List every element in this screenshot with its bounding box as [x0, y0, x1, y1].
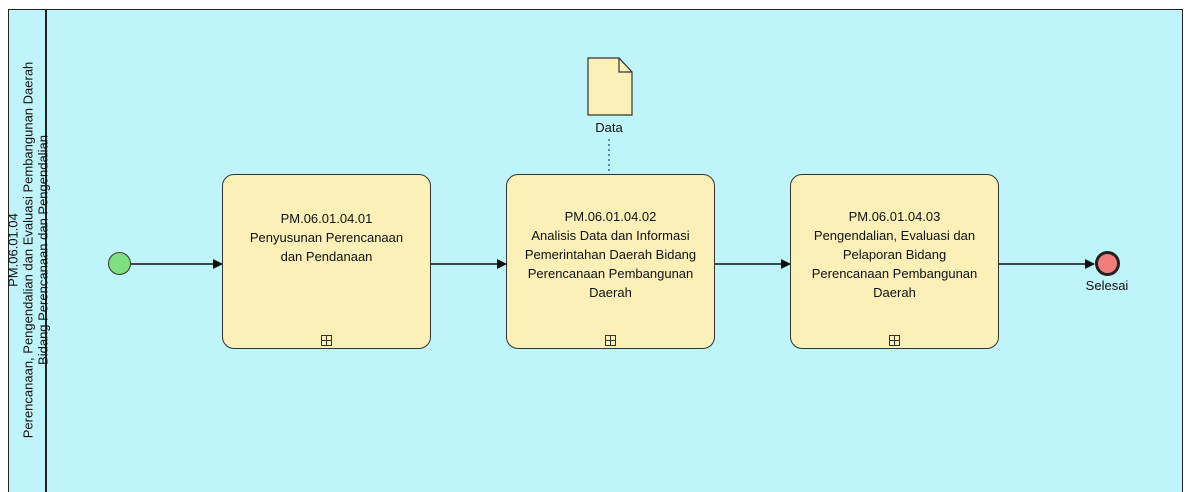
data-object-icon [587, 57, 633, 116]
task-id: PM.06.01.04.01 [280, 211, 373, 226]
task-line: Pelaporan Bidang [842, 247, 947, 262]
expand-subprocess-icon[interactable] [889, 335, 900, 346]
data-object-label: Data [595, 120, 623, 135]
task-pengendalian[interactable]: PM.06.01.04.03 Pengendalian, Evaluasi da… [790, 174, 999, 349]
task-line: Perencanaan Pembangunan [811, 266, 978, 281]
task-line: Daerah [589, 285, 632, 300]
task-perencanaan[interactable]: PM.06.01.04.01 Penyusunan Perencanaan da… [222, 174, 431, 349]
task-line: Perencanaan Pembangunan [527, 266, 694, 281]
task-line: Daerah [873, 285, 916, 300]
task-id: PM.06.01.04.02 [564, 209, 657, 224]
task-analisis-data[interactable]: PM.06.01.04.02 Analisis Data dan Informa… [506, 174, 715, 349]
lane-header [8, 9, 47, 492]
end-event-label: Selesai [1085, 278, 1129, 293]
expand-subprocess-icon[interactable] [321, 335, 332, 346]
task-label: PM.06.01.04.03 Pengendalian, Evaluasi da… [797, 207, 992, 302]
task-line: Pengendalian, Evaluasi dan [813, 228, 976, 243]
task-line: Penyusunan Perencanaan [249, 230, 404, 245]
task-id: PM.06.01.04.03 [848, 209, 941, 224]
end-event[interactable] [1095, 251, 1120, 276]
start-event[interactable] [108, 252, 131, 275]
task-label: PM.06.01.04.02 Analisis Data dan Informa… [513, 207, 708, 302]
expand-subprocess-icon[interactable] [605, 335, 616, 346]
task-label: PM.06.01.04.01 Penyusunan Perencanaan da… [229, 209, 424, 266]
task-line: Analisis Data dan Informasi [531, 228, 690, 243]
task-line: dan Pendanaan [280, 249, 373, 264]
task-line: Pemerintahan Daerah Bidang [524, 247, 697, 262]
